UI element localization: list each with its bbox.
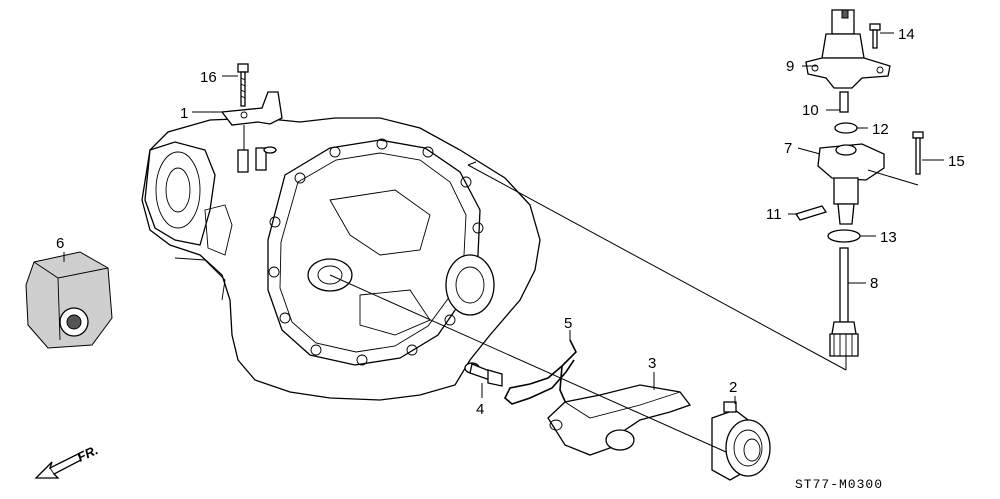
part-13-o-ring — [827, 229, 861, 243]
callout-leaders — [63, 32, 944, 404]
front-arrow-icon — [34, 453, 82, 479]
transmission-housing — [141, 117, 541, 401]
part-1-bracket — [220, 91, 283, 150]
part-4-bolt — [464, 362, 503, 387]
callout-labels: 16 1 6 5 3 4 2 14 9 10 12 7 15 11 13 8 — [56, 26, 965, 418]
front-label: FR. — [75, 442, 100, 464]
callout-4: 4 — [476, 401, 484, 418]
part-5-spring-clip — [504, 339, 577, 409]
part-3-release-fork — [547, 384, 692, 456]
callout-15: 15 — [948, 153, 965, 170]
callout-16: 16 — [200, 69, 217, 86]
part-2-release-bearing — [711, 401, 771, 481]
part-8-driven-gear — [829, 247, 859, 357]
callout-10: 10 — [802, 102, 819, 119]
part-10-pin — [839, 91, 849, 113]
part-16-bolt — [237, 63, 249, 107]
callout-8: 8 — [870, 275, 878, 292]
part-12-o-ring — [834, 122, 858, 134]
callout-2: 2 — [729, 379, 737, 396]
callout-1: 1 — [180, 105, 188, 122]
part-6-mount — [25, 251, 113, 349]
part-14-bolt — [869, 23, 881, 49]
front-direction-indicator: FR. — [34, 442, 100, 479]
callout-3: 3 — [648, 355, 656, 372]
assembly-lines — [329, 161, 919, 453]
callout-7: 7 — [784, 140, 792, 157]
callout-9: 9 — [786, 58, 794, 75]
callout-6: 6 — [56, 235, 64, 252]
callout-13: 13 — [880, 229, 897, 246]
diagram-code: ST77-M0300 — [795, 477, 883, 492]
callout-14: 14 — [898, 26, 915, 43]
part-15-bolt — [912, 131, 924, 175]
part-9-speed-sensor — [805, 9, 891, 89]
part-7-gear-holder — [817, 143, 885, 225]
part-11-clip — [794, 205, 828, 221]
callout-11: 11 — [766, 206, 782, 223]
callout-5: 5 — [564, 315, 572, 332]
callout-12: 12 — [872, 121, 889, 138]
